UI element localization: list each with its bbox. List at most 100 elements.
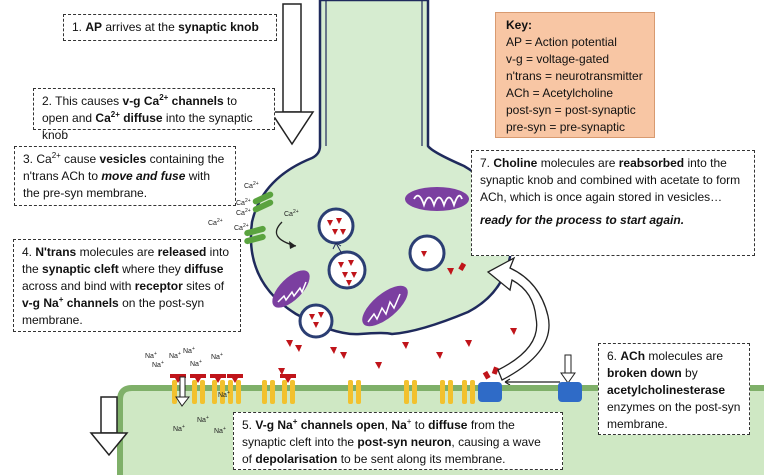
ca-ion-label: Ca2+: [208, 218, 223, 227]
step-text: diffuse: [184, 262, 224, 276]
key-entry: pre-syn = pre-synaptic: [506, 120, 626, 134]
na-ion-label: Na+: [197, 415, 209, 424]
key-box: Key: AP = Action potential v-g = voltage…: [495, 12, 655, 138]
depolarisation-arrow: [89, 396, 129, 457]
vesicle-fusing: [298, 303, 334, 339]
step-7-box: 7. Choline molecules are reabsorbed into…: [471, 150, 755, 256]
step-number: 4.: [22, 245, 33, 259]
step-text: N'trans: [35, 245, 77, 259]
step-text: Na: [391, 418, 407, 432]
breakdown-arrow: [504, 354, 576, 386]
step-text: to open and: [42, 94, 238, 125]
reabsorption-arrow: [486, 256, 550, 381]
na-labels: Na+ Na+ Na+ Na+ Na+ Na+ Na+ Na+ Na+ Na+: [145, 346, 230, 435]
step-text: to be sent along its membrane.: [340, 452, 506, 466]
step-text: on the post-syn membrane.: [22, 296, 205, 327]
step-text: vesicles: [99, 152, 147, 166]
na-ion-label: Na+: [218, 390, 230, 399]
step-text: channels: [171, 94, 224, 108]
na-ion-label: Na+: [190, 359, 202, 368]
ca-ion-label: Ca2+: [284, 209, 299, 218]
step-text: cause: [64, 152, 97, 166]
step-text: containing the n'trans ACh to: [23, 152, 225, 183]
charge: 2+: [51, 151, 61, 160]
step-number: 5.: [242, 418, 253, 432]
key-entry: n'trans = neurotransmitter: [506, 69, 643, 83]
na-ion-label: Na+: [169, 351, 181, 360]
step-text: molecules are: [648, 349, 724, 363]
step-text: arrives at the: [105, 20, 175, 34]
step-text: enzymes on the post-syn membrane.: [607, 400, 741, 431]
vesicle-movement-arrow: [332, 242, 343, 255]
charge: 2+: [159, 93, 169, 102]
ca-labels: Ca2+ Ca2+ Ca2+ Ca2+ Ca2+ Ca2+: [208, 181, 299, 232]
step-text: receptor: [134, 279, 183, 293]
step-text: released: [157, 245, 207, 259]
vesicle-top: [317, 207, 355, 245]
step-text: , causing a wave of: [242, 435, 541, 466]
mitochondrion-left: [272, 270, 310, 308]
step-text: Ca: [95, 111, 111, 125]
step-text: molecules are: [79, 245, 155, 259]
charge: +: [58, 295, 64, 304]
step-4-box: 4. N'trans molecules are released into t…: [13, 239, 241, 332]
na-receptor-bound-ach: [170, 374, 296, 383]
step-number: 3.: [23, 152, 34, 166]
step-text: V-g Na: [255, 418, 293, 432]
key-entry: v-g = voltage-gated: [506, 52, 610, 66]
ca-ion-label: Ca2+: [234, 223, 249, 232]
na-ion-label: Na+: [173, 424, 185, 433]
step-text: by: [685, 366, 698, 380]
step-text: where they: [122, 262, 181, 276]
step-text: synaptic cleft: [42, 262, 119, 276]
step-text: into the synaptic knob: [42, 111, 253, 142]
mitochondrion-top: [405, 187, 469, 211]
step-text: channels: [66, 296, 119, 310]
step-text: move and fuse: [101, 169, 186, 183]
na-ion-label: Na+: [145, 351, 157, 360]
step-text: molecules are: [540, 156, 616, 170]
step-text: Choline: [493, 156, 538, 170]
key-entry: AP = Action potential: [506, 35, 617, 49]
mitochondrion-right: [362, 285, 408, 327]
step-text: AP: [85, 20, 103, 34]
na-ion-label: Na+: [183, 346, 195, 355]
step-text: This causes: [55, 94, 120, 108]
step-text: across and bind with: [22, 279, 132, 293]
na-ion-label: Na+: [214, 426, 226, 435]
na-entry-arrow: [175, 376, 191, 407]
key-entry: post-syn = post-synaptic: [506, 103, 636, 117]
na-ion-label: Na+: [211, 352, 223, 361]
step-number: 6.: [607, 349, 618, 363]
step-6-box: 6. ACh molecules are broken down by acet…: [598, 343, 750, 435]
step-text: diffuse: [123, 111, 163, 125]
step-1-box: 1. AP arrives at the synaptic knob: [63, 14, 277, 41]
step-text: synaptic knob: [178, 20, 259, 34]
vesicle-middle: [327, 250, 367, 290]
charge: 2+: [110, 110, 120, 119]
step-text: reabsorbed: [618, 156, 685, 170]
step-text: broken down: [607, 366, 682, 380]
ca-channels: [244, 191, 274, 245]
step-5-box: 5. V-g Na+ channels open, Na+ to diffuse…: [233, 412, 563, 470]
step-text: diffuse: [428, 418, 468, 432]
step-text: v-g Na: [22, 296, 59, 310]
ap-arrow: [269, 3, 315, 146]
step-text: channels open: [300, 418, 385, 432]
step-text: acetylcholinesterase: [607, 383, 726, 397]
step-2-box: 2. This causes v-g Ca2+ channels to open…: [33, 88, 275, 142]
step-text: ready for the process to start again.: [480, 213, 685, 227]
step-text: v-g Ca: [122, 94, 160, 108]
vesicle-recycled: [408, 234, 446, 272]
acetylcholinesterase: [478, 382, 582, 402]
step-number: 7.: [480, 156, 491, 170]
ca-ion-label: Ca2+: [236, 208, 251, 217]
na-ion-label: Na+: [152, 360, 164, 369]
charge: +: [406, 417, 412, 426]
step-text: with the pre-syn membrane.: [23, 169, 211, 200]
charge: +: [292, 417, 298, 426]
step-text: Ca: [36, 152, 52, 166]
key-entry: ACh = Acetylcholine: [506, 86, 614, 100]
step-number: 1.: [72, 20, 83, 34]
